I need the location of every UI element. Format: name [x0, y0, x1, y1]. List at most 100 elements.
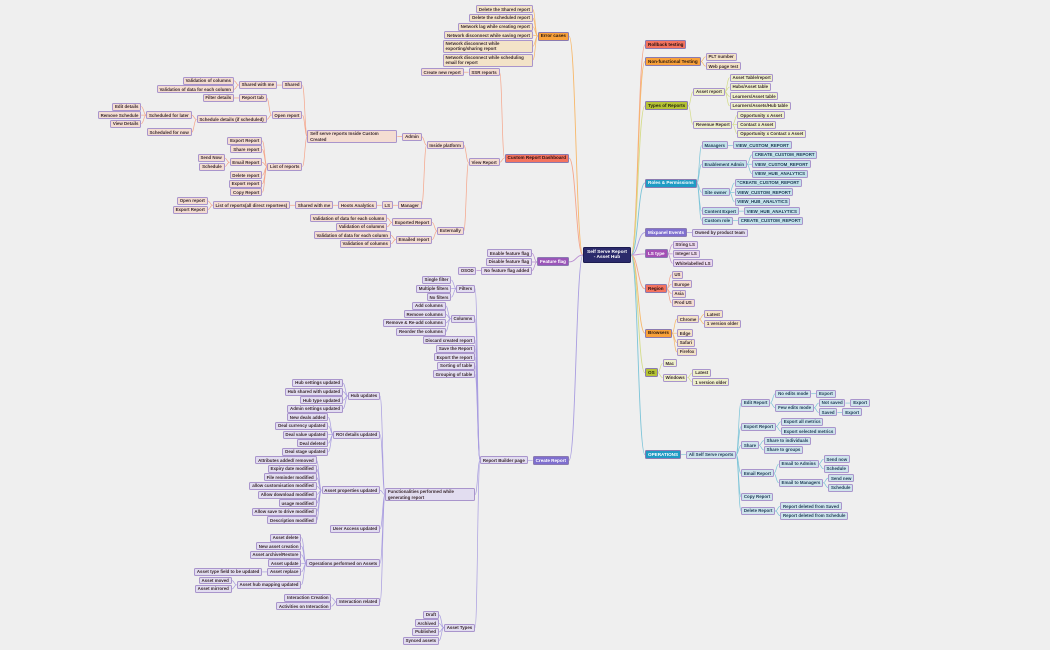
mindmap-node[interactable]: Integer LS: [672, 249, 700, 258]
mindmap-node[interactable]: Delete the Shared report: [476, 5, 533, 14]
mindmap-node[interactable]: Disable feature flag: [485, 257, 532, 266]
mindmap-node[interactable]: Asset update: [268, 559, 302, 568]
mindmap-node[interactable]: Shared with me: [238, 81, 277, 90]
mindmap-node[interactable]: Not saved: [818, 399, 846, 408]
mindmap-node[interactable]: Validation of columns: [182, 76, 234, 85]
mindmap-node[interactable]: Draft: [423, 610, 439, 619]
mindmap-node[interactable]: Custom role: [701, 216, 733, 225]
mindmap-node[interactable]: Asset type field to be updated: [194, 567, 263, 576]
mindmap-node[interactable]: New asset creation: [255, 542, 302, 551]
branch-reg[interactable]: Region: [645, 284, 667, 294]
mindmap-node[interactable]: Edit details: [112, 102, 142, 111]
mindmap-node[interactable]: View Details: [110, 119, 142, 128]
mindmap-node[interactable]: No feature flag added: [481, 266, 532, 275]
mindmap-node[interactable]: Self serve reports Inside Custom Created: [307, 130, 398, 144]
mindmap-node[interactable]: File reminder modified: [263, 473, 317, 482]
mindmap-node[interactable]: Synced assets: [402, 636, 439, 645]
mindmap-node[interactable]: Validation of columns: [339, 239, 391, 248]
branch-os[interactable]: OS: [645, 368, 658, 378]
mindmap-node[interactable]: Whitelabelled LS: [672, 259, 714, 268]
mindmap-node[interactable]: Asset moved: [198, 576, 232, 585]
mindmap-node[interactable]: All Self Serve reports: [686, 450, 737, 459]
mindmap-node[interactable]: String LS: [672, 240, 698, 249]
branch-tor[interactable]: Types of Reports: [645, 101, 689, 111]
mindmap-node[interactable]: Send Now: [197, 154, 225, 163]
mindmap-node[interactable]: CREATE_CUSTOM_REPORT: [737, 216, 804, 225]
mindmap-node[interactable]: Allow download modified: [257, 490, 317, 499]
mindmap-node[interactable]: Hub settings updated: [292, 379, 343, 388]
mindmap-node[interactable]: Asset archive/Restore: [249, 550, 302, 559]
mindmap-node[interactable]: Deal stage updated: [282, 447, 329, 456]
mindmap-node[interactable]: Email Report: [229, 158, 263, 167]
mindmap-node[interactable]: New deals added: [287, 413, 329, 422]
mindmap-node[interactable]: Interaction related: [336, 597, 381, 606]
mindmap-node[interactable]: Prod US: [671, 298, 695, 307]
mindmap-node[interactable]: Report deleted from Schedule: [780, 511, 849, 520]
mindmap-node[interactable]: Export report: [228, 179, 263, 188]
mindmap-node[interactable]: Mac: [662, 359, 677, 368]
mindmap-node[interactable]: Admin: [402, 132, 422, 141]
mindmap-node[interactable]: "CREATE_CUSTOM_REPORT: [734, 179, 803, 187]
mindmap-node[interactable]: Hub shared with updated: [284, 387, 343, 396]
mindmap-node[interactable]: Asia: [671, 289, 687, 298]
mindmap-node[interactable]: Enable feature flag: [487, 249, 532, 258]
mindmap-node[interactable]: Edge: [676, 329, 694, 338]
mindmap-node[interactable]: Windows: [662, 373, 688, 382]
mindmap-node[interactable]: Validation of data for each column: [313, 231, 391, 240]
mindmap-node[interactable]: Share to groups: [763, 446, 804, 454]
mindmap-node[interactable]: VIEW_HUB_ANALYTICS: [734, 197, 791, 206]
mindmap-node[interactable]: Scheduled for later: [146, 111, 192, 120]
mindmap-node[interactable]: Chrome: [676, 315, 700, 324]
branch-ff[interactable]: Feature flag: [536, 257, 569, 267]
mindmap-node[interactable]: Asset replace: [267, 567, 302, 576]
branch-ls[interactable]: LS type: [645, 249, 668, 259]
mindmap-node[interactable]: Learners/Assets/Hub table: [729, 101, 791, 110]
mindmap-node[interactable]: Copy Report: [741, 492, 774, 501]
mindmap-node[interactable]: Open report: [176, 196, 208, 205]
mindmap-node[interactable]: Schedule: [823, 464, 849, 473]
mindmap-node[interactable]: Send now: [823, 455, 850, 464]
mindmap-node[interactable]: Description modified: [267, 516, 317, 525]
mindmap-node[interactable]: Safari: [676, 338, 695, 347]
mindmap-node[interactable]: Allow save to drive modified: [251, 507, 317, 516]
mindmap-node[interactable]: Export Report: [227, 136, 263, 145]
mindmap-node[interactable]: Export: [816, 389, 836, 398]
mindmap-node[interactable]: Export the report: [433, 353, 476, 362]
mindmap-node[interactable]: Asset Types: [443, 623, 476, 632]
mindmap-node[interactable]: Few edits mode: [775, 403, 814, 412]
mindmap-node[interactable]: Open report: [271, 111, 303, 120]
branch-rp[interactable]: Roles & Permissions: [645, 178, 697, 188]
mindmap-node[interactable]: Validation of data for each column: [309, 214, 388, 223]
mindmap-node[interactable]: Single filter: [421, 276, 452, 285]
mindmap-node[interactable]: Deal value updated: [282, 430, 329, 439]
branch-br[interactable]: Browsers: [645, 328, 672, 338]
mindmap-node[interactable]: allow customisation modified: [249, 482, 317, 491]
mindmap-node[interactable]: Create new report: [420, 68, 464, 77]
mindmap-node[interactable]: Add columns: [412, 301, 446, 310]
mindmap-node[interactable]: Delete report: [229, 171, 263, 180]
mindmap-node[interactable]: Europe: [671, 280, 693, 289]
branch-op[interactable]: OPERATIONS: [645, 450, 682, 460]
mindmap-node[interactable]: Discard created report: [422, 336, 476, 345]
branch-cr[interactable]: Create Report: [532, 455, 569, 465]
mindmap-node[interactable]: Hub updates: [347, 391, 381, 400]
mindmap-node[interactable]: Inside platform: [426, 141, 464, 150]
mindmap-node[interactable]: Functionalities performed while generati…: [385, 488, 476, 502]
mindmap-node[interactable]: CREATE_CUSTOM_REPORT: [751, 150, 818, 159]
mindmap-node[interactable]: Scheduled for now: [146, 128, 192, 137]
mindmap-node[interactable]: Hub type updated: [300, 396, 343, 405]
mindmap-node[interactable]: Email Report: [741, 469, 774, 478]
mindmap-node[interactable]: Operations performed on Assets: [306, 559, 381, 568]
mindmap-node[interactable]: Filter details: [202, 93, 235, 102]
mindmap-node[interactable]: User Access updated: [329, 525, 381, 533]
mindmap-node[interactable]: Share: [741, 441, 759, 450]
mindmap-node[interactable]: Validation of data for each column: [156, 85, 234, 94]
mindmap-node[interactable]: Externally: [437, 227, 464, 236]
mindmap-node[interactable]: Remove Schedule: [97, 111, 142, 120]
mindmap-node[interactable]: Revenue Report: [693, 120, 733, 129]
mindmap-node[interactable]: Sorting of table: [437, 361, 476, 370]
mindmap-node[interactable]: Reorder the columns: [396, 327, 446, 336]
mindmap-node[interactable]: Shared: [281, 81, 303, 90]
mindmap-node[interactable]: Edit Report: [741, 399, 771, 408]
mindmap-node[interactable]: Multiple filters: [415, 284, 452, 293]
